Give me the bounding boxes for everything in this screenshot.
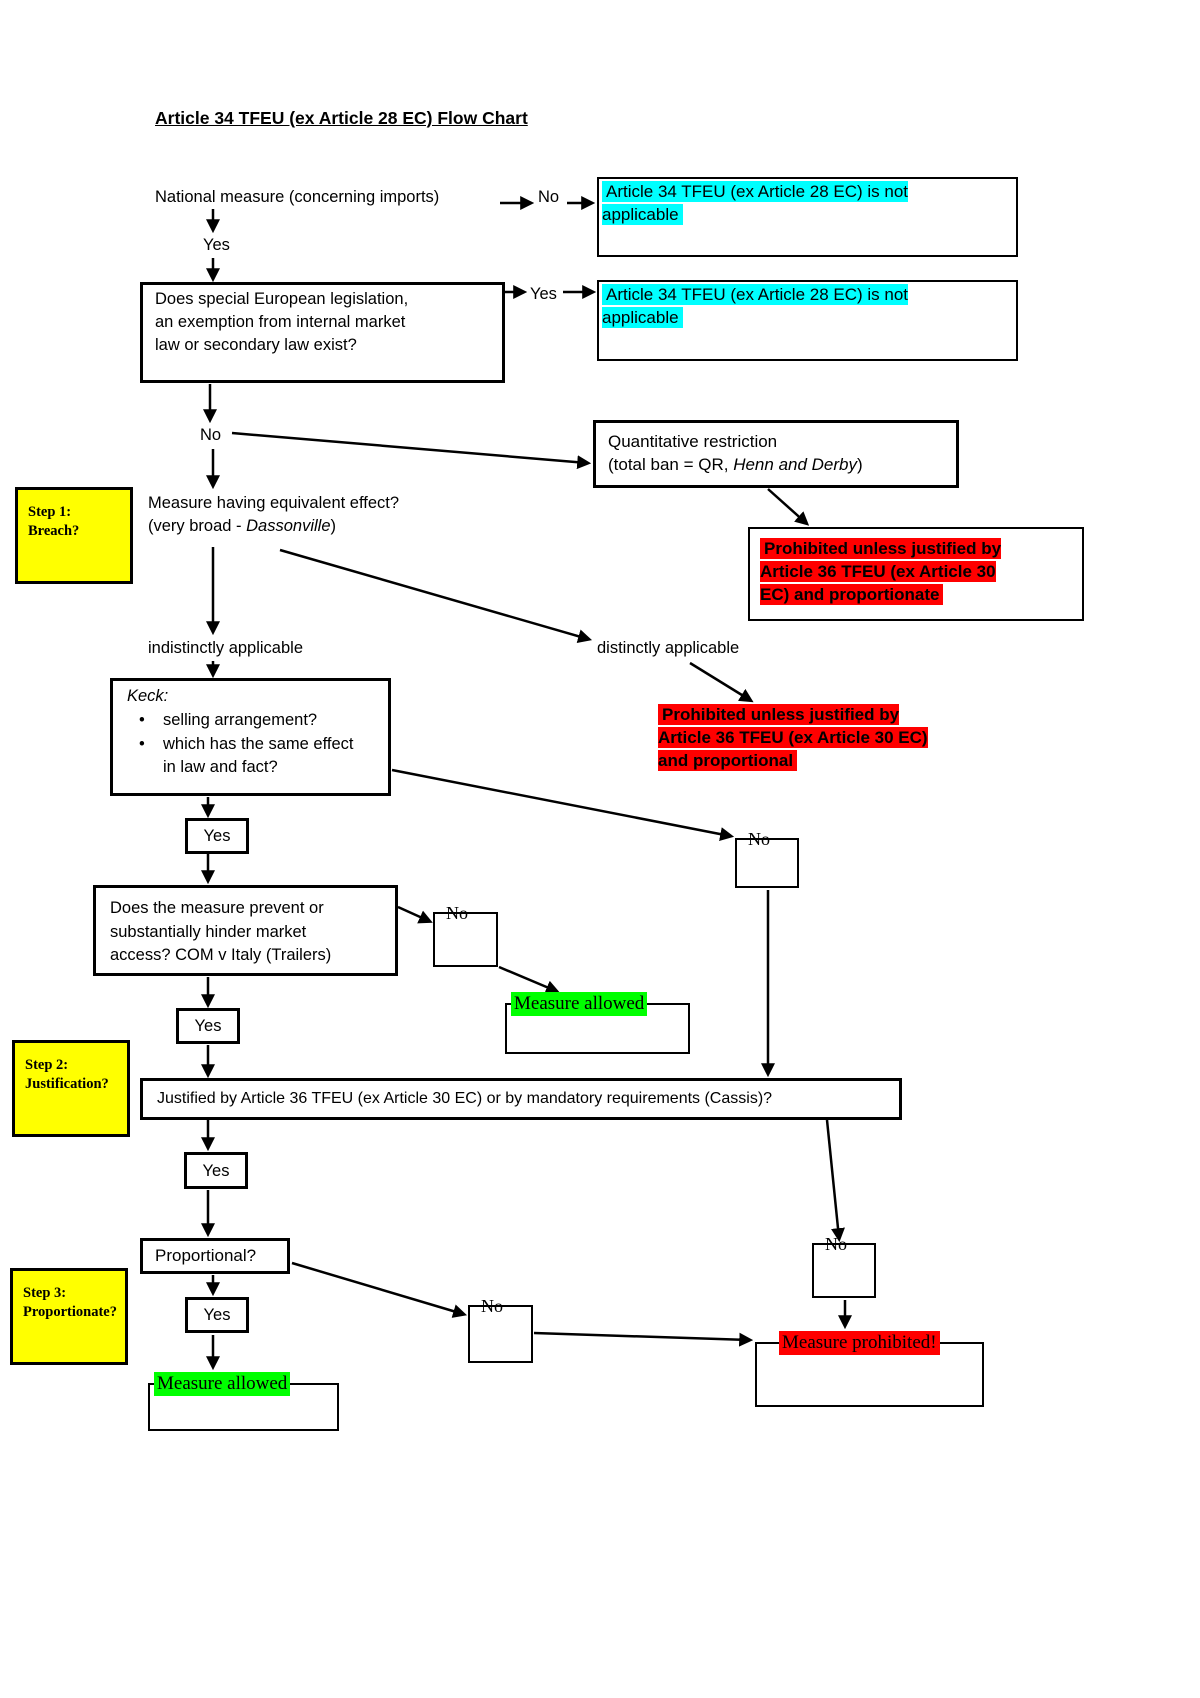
label-measure-allowed-1: Measure allowed bbox=[511, 992, 648, 1016]
yes-box-a: Yes bbox=[185, 818, 249, 854]
box-prohibited-proportionate: Prohibited unless justified by Article 3… bbox=[748, 527, 1084, 621]
box-special-legislation: Does special European legislation, an ex… bbox=[140, 282, 505, 383]
no-box-d-label: No bbox=[481, 1296, 503, 1316]
step-3-label: Step 3: bbox=[23, 1285, 67, 1301]
yes-box-c: Yes bbox=[184, 1152, 248, 1189]
node-equivalent-effect: Measure having equivalent effect? (very … bbox=[148, 494, 400, 535]
arrow-no-to-prohibited-box bbox=[533, 1331, 754, 1347]
label-distinctly-applicable: distinctly applicable bbox=[597, 639, 740, 657]
box-market-access: Does the measure prevent or substantiall… bbox=[93, 885, 398, 976]
step-2-label: Step 2: bbox=[25, 1057, 69, 1073]
no-box-b: No bbox=[433, 903, 498, 967]
yes-box-d: Yes bbox=[185, 1297, 249, 1333]
label-measure-prohibited: Measure prohibited! bbox=[779, 1331, 940, 1355]
node-justified: Justified by Article 36 TFEU (ex Article… bbox=[157, 1090, 773, 1107]
label-no-2: No bbox=[200, 426, 222, 444]
step-1-box: Step 1: Breach? bbox=[15, 487, 133, 584]
arrow-trailers-to-no bbox=[397, 905, 433, 924]
box-proportional: Proportional? bbox=[140, 1238, 290, 1274]
step-1-question: Breach? bbox=[28, 523, 80, 539]
node-prohibited-proportionate: Prohibited unless justified by Article 3… bbox=[760, 538, 1002, 605]
keck-bullet-1: • selling arrangement? bbox=[113, 709, 388, 733]
node-proportional: Proportional? bbox=[155, 1246, 257, 1265]
step-1-label: Step 1: bbox=[28, 504, 72, 520]
step-2-box: Step 2: Justification? bbox=[12, 1040, 130, 1137]
box-measure-prohibited: Measure prohibited! bbox=[755, 1331, 984, 1407]
step-3-box: Step 3: Proportionate? bbox=[10, 1268, 128, 1365]
box-not-applicable-1: Article 34 TFEU (ex Article 28 EC) is no… bbox=[597, 177, 1018, 257]
node-not-applicable-2: Article 34 TFEU (ex Article 28 EC) is no… bbox=[602, 284, 909, 328]
box-measure-allowed-1: Measure allowed bbox=[505, 992, 690, 1054]
case-henn-derby: Henn and Derby bbox=[733, 455, 858, 474]
bullet-icon: • bbox=[139, 734, 145, 753]
box-justified: Justified by Article 36 TFEU (ex Article… bbox=[140, 1078, 902, 1120]
label-indistinctly-applicable: indistinctly applicable bbox=[148, 639, 304, 657]
node-not-applicable-1: Article 34 TFEU (ex Article 28 EC) is no… bbox=[602, 181, 909, 225]
step-3-question: Proportionate? bbox=[23, 1304, 117, 1320]
box-quantitative-restriction: Quantitative restriction (total ban = QR… bbox=[593, 420, 959, 488]
node-prohibited-proportional: Prohibited unless justified by Article 3… bbox=[658, 704, 928, 771]
arrow-qr-to-prohibited1 bbox=[767, 488, 810, 526]
box-not-applicable-2: Article 34 TFEU (ex Article 28 EC) is no… bbox=[597, 280, 1018, 361]
no-box-a: No bbox=[735, 829, 799, 888]
box-keck: Keck: • selling arrangement? • which has… bbox=[110, 678, 391, 796]
case-dassonville: Dassonville bbox=[246, 517, 331, 535]
no-box-c: No bbox=[812, 1234, 876, 1298]
box-measure-allowed-2: Measure allowed bbox=[148, 1372, 339, 1431]
keck-bullet-2: • which has the same effect in law and f… bbox=[139, 734, 354, 777]
no-box-b-label: No bbox=[446, 903, 468, 923]
node-keck-heading: Keck: bbox=[127, 687, 169, 705]
label-yes-1: Yes bbox=[203, 236, 230, 254]
arrow-no-to-allowed1 bbox=[498, 965, 560, 994]
node-national-measure: National measure (concerning imports) bbox=[155, 188, 440, 206]
no-box-c-label: No bbox=[825, 1234, 847, 1254]
node-prohibited-proportional-wrap: Prohibited unless justified by Article 3… bbox=[658, 703, 1003, 772]
no-box-d: No bbox=[468, 1296, 533, 1363]
label-yes-2: Yes bbox=[530, 285, 557, 303]
no-box-a-label: No bbox=[748, 829, 770, 849]
bullet-icon: • bbox=[139, 711, 145, 729]
arrow-proportional-to-no bbox=[291, 1261, 468, 1318]
step-2-question: Justification? bbox=[25, 1076, 109, 1092]
arrow-justified-to-no bbox=[825, 1119, 845, 1243]
arrow-equivalent-to-distinctly bbox=[279, 548, 593, 644]
node-qr-line2: (total ban = QR, Henn and Derby) bbox=[608, 455, 863, 474]
node-market-access: Does the measure prevent or substantiall… bbox=[110, 899, 332, 964]
arrow-distinctly-to-prohibited2 bbox=[689, 661, 754, 703]
label-measure-allowed-2: Measure allowed bbox=[154, 1372, 291, 1396]
arrow-no-to-qr bbox=[231, 431, 592, 470]
yes-box-b: Yes bbox=[176, 1008, 240, 1044]
node-qr-line1: Quantitative restriction bbox=[608, 432, 778, 451]
page-title: Article 34 TFEU (ex Article 28 EC) Flow … bbox=[155, 108, 528, 128]
node-special-legislation: Does special European legislation, an ex… bbox=[155, 290, 409, 354]
arrow-keck-to-no bbox=[391, 768, 735, 841]
label-no-1: No bbox=[538, 188, 560, 206]
